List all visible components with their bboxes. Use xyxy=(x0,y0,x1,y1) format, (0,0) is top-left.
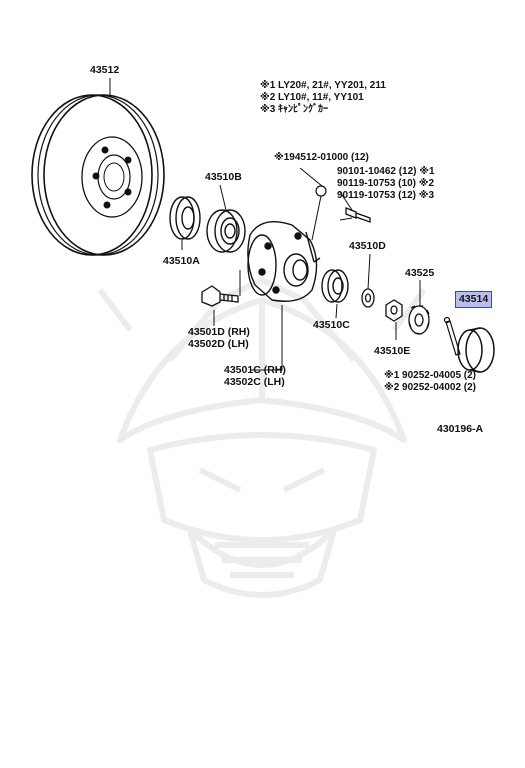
oil-seal-drawing xyxy=(169,196,201,240)
part-number-43514-highlighted[interactable]: 43514 xyxy=(455,291,493,308)
model-note-1: ※1 LY20#, 21#, YY201, 211 xyxy=(260,80,386,91)
bolt-ref-2[interactable]: 90119-10753 (10) ※2 xyxy=(337,178,435,189)
bolt-ref-1[interactable]: 90101-10462 (12) ※1 xyxy=(337,166,435,177)
part-number-43510a[interactable]: 43510A xyxy=(163,255,200,267)
part-number-43510c[interactable]: 43510C xyxy=(313,319,350,331)
part-number-43501d[interactable]: 43501D (RH) xyxy=(188,326,250,338)
axle-hub-drawing xyxy=(247,221,321,302)
outer-bearing-drawing xyxy=(321,269,349,303)
pin-ref-2[interactable]: ※2 90252-04002 (2) xyxy=(384,382,477,393)
watermark-logo xyxy=(97,277,427,598)
grease-cap-drawing xyxy=(457,327,495,373)
cotter-pin-drawing xyxy=(443,316,461,356)
model-note-3: ※3 ｷｬﾝﾋﾟﾝｸﾞｶｰ xyxy=(260,104,329,115)
bolt-ref-3[interactable]: 90119-10753 (12) ※3 xyxy=(337,190,435,201)
part-number-43525[interactable]: 43525 xyxy=(405,267,435,279)
inner-bearing-drawing xyxy=(206,209,246,253)
part-number-43502d[interactable]: 43502D (LH) xyxy=(188,338,249,350)
part-number-43510d[interactable]: 43510D xyxy=(349,240,386,252)
hub-nut-drawing xyxy=(385,299,403,322)
bolt-ref-0[interactable]: ※194512-01000 (12) xyxy=(274,152,369,163)
model-note-2: ※2 LY10#, 11#, YY101 xyxy=(260,92,364,103)
cover-bolt-drawing xyxy=(315,185,371,223)
pin-ref-1[interactable]: ※1 90252-04005 (2) xyxy=(384,370,477,381)
part-number-43501c[interactable]: 43501C (RH) xyxy=(224,364,286,376)
part-number-43510b[interactable]: 43510B xyxy=(205,171,242,183)
diagram-id: 430196-A xyxy=(437,423,484,435)
part-number-43502c[interactable]: 43502C (LH) xyxy=(224,376,285,388)
washer-drawing xyxy=(361,288,375,308)
nut-lock-cap-drawing xyxy=(408,305,430,335)
leader-lines xyxy=(109,78,421,371)
part-number-43510e[interactable]: 43510E xyxy=(374,345,411,357)
brake-disc-drawing xyxy=(31,94,165,256)
hub-bolt-drawing xyxy=(201,285,239,307)
part-number-43512[interactable]: 43512 xyxy=(90,64,120,76)
